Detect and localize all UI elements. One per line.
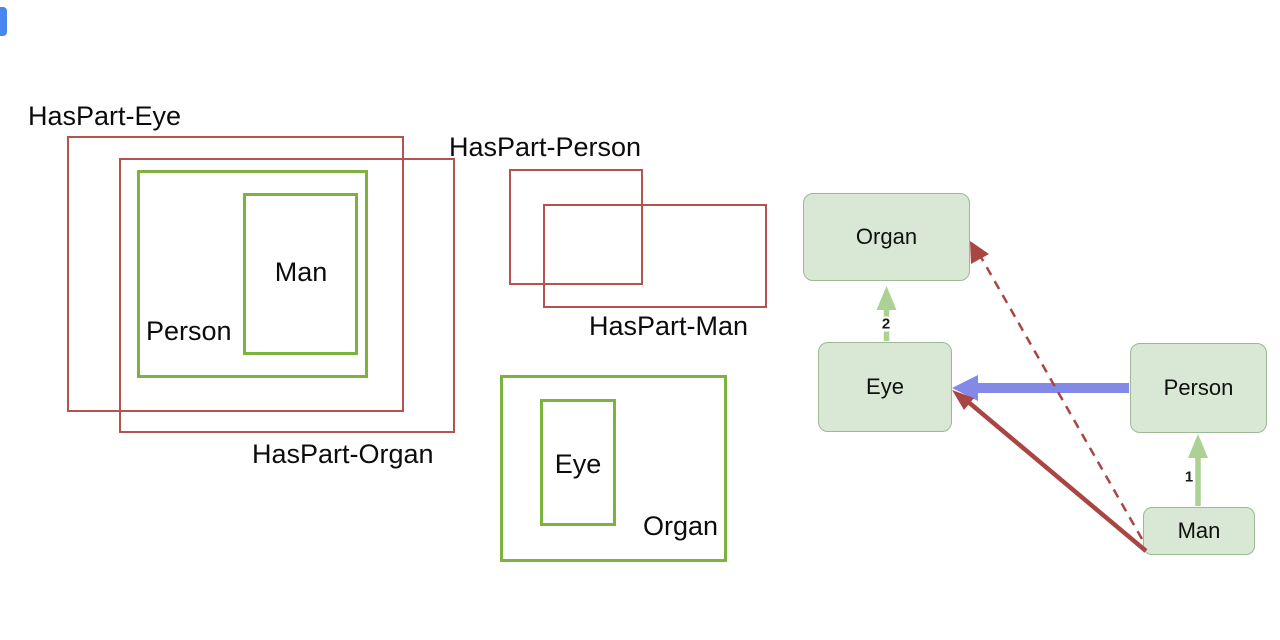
man-to-person-edge-label: 1: [1183, 468, 1195, 486]
haspart-person-box: [509, 169, 643, 285]
haspart-man-box: [543, 204, 767, 308]
man-node-label: Man: [1177, 518, 1221, 543]
organ-node-label: Organ: [855, 224, 918, 249]
eye-box-label: Eye: [554, 449, 602, 480]
eye-node: Eye: [818, 342, 952, 432]
eye-box: [540, 399, 616, 526]
haspart-organ-label: HasPart-Organ: [252, 439, 434, 469]
haspart-person-label: HasPart-Person: [449, 132, 642, 162]
person-node: Person: [1130, 343, 1267, 433]
man-box-label: Man: [274, 257, 328, 288]
man-box: [243, 193, 358, 355]
man-to-organ-arrow: [970, 241, 1144, 540]
haspart-organ-box: [119, 158, 455, 433]
man-to-eye-arrow: [952, 390, 1148, 553]
haspart-man-label: HasPart-Man: [589, 311, 749, 341]
person-node-label: Person: [1163, 375, 1234, 400]
person-box-label: Person: [146, 316, 232, 346]
man-node: Man: [1143, 507, 1255, 555]
person-to-eye-arrow: [952, 375, 1129, 401]
blue-bar: [0, 7, 7, 36]
person-box: [137, 170, 368, 378]
organ-node: Organ: [803, 193, 970, 281]
organ-box: [500, 375, 727, 562]
eye-node-label: Eye: [866, 374, 904, 399]
haspart-eye-box: [67, 136, 404, 412]
organ-box-label: Organ: [643, 511, 719, 541]
eye-to-organ-arrow: [876, 286, 897, 341]
haspart-eye-label: HasPart-Eye: [28, 101, 182, 131]
eye-to-organ-edge-label: 2: [880, 315, 892, 333]
